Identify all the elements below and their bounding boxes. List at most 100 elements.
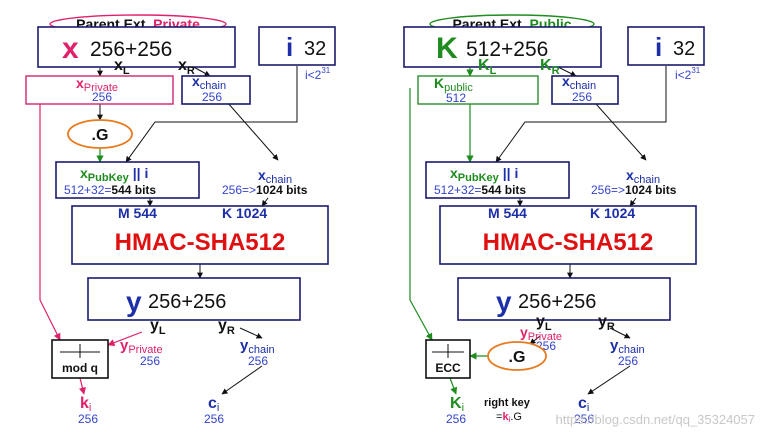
pubkey-concat-box — [55, 161, 200, 199]
y-chain-size: 256 — [248, 354, 268, 368]
right-y-box — [457, 277, 671, 321]
k-public-box — [417, 75, 539, 105]
left-hmac-box — [71, 205, 329, 265]
arrow-rychain-to-ci — [587, 365, 631, 395]
chain-feed-bits: 256=>1024 bits — [222, 183, 308, 197]
right-hmac-key-size: K 1024 — [590, 205, 635, 221]
right-x-chain-size: 256 — [572, 90, 592, 104]
arrow-private-to-mod — [39, 88, 61, 341]
x-private-box — [25, 75, 174, 105]
left-hmac-message-size: M 544 — [118, 205, 157, 221]
right-connectors — [409, 65, 667, 395]
parent-public-key-symbol: K — [436, 32, 458, 65]
left-g-multiply-oval — [67, 119, 133, 149]
right-y-chain-label: ychain — [610, 337, 645, 356]
left-split-yr: yR — [218, 317, 235, 337]
left-hmac-label: HMAC-SHA512 — [115, 229, 286, 256]
parent-public-key-size: 512+256 — [466, 38, 548, 61]
left-index-size: 32 — [304, 38, 326, 60]
arrow-ecc-to-ki — [449, 377, 458, 395]
right-hmac-message-size: M 544 — [488, 205, 527, 221]
right-g-multiply-oval — [487, 341, 547, 371]
right-y-chain-size: 256 — [618, 354, 638, 368]
right-index-size: 32 — [673, 38, 695, 60]
left-y-box — [87, 277, 301, 321]
right-y-size: 256+256 — [518, 291, 596, 313]
private-derivation-panel: Parent Ext. Private x 256+256 i 32 i<231… — [25, 14, 336, 426]
left-split-xl: xL — [114, 57, 130, 77]
arrow-yprivate-to-mod — [107, 331, 143, 347]
arrow-yr-to-chain — [239, 327, 263, 339]
child-public-key-label: Ki — [450, 395, 464, 414]
left-index-symbol: i — [286, 32, 293, 62]
right-hmac-box — [439, 205, 697, 265]
right-hmac-label: HMAC-SHA512 — [483, 229, 654, 256]
arrow-public-to-ecc — [409, 88, 433, 341]
child-chain-size: 256 — [204, 412, 224, 426]
right-chain-feed-bits: 256=>1024 bits — [591, 183, 677, 197]
right-y-private-label: yPrivate — [520, 324, 562, 343]
left-y-symbol: y — [126, 286, 142, 317]
arrow-ryr-to-chain — [609, 327, 631, 339]
k-public-label: Kpublic — [434, 75, 473, 94]
right-g-multiply-label: .G — [509, 349, 526, 366]
arrow-ryprivate-to-g — [529, 335, 541, 345]
left-split-xr: xR — [178, 57, 195, 77]
right-index-constraint: i<231 — [675, 66, 701, 82]
public-derivation-panel: Parent Ext. Public K 512+256 i 32 i<231 … — [403, 14, 705, 426]
pubkey-concat-label: xPubKey|| i — [80, 165, 148, 184]
x-chain-size: 256 — [202, 90, 222, 104]
right-pubkey-concat-label: xPubKey|| i — [450, 165, 518, 184]
parent-public-key-box — [403, 26, 602, 68]
child-private-key-size: 256 — [78, 412, 98, 426]
parent-private-key-symbol: x — [62, 32, 79, 65]
arrow-rchainfeed-to-hmac — [629, 197, 637, 207]
y-private-label: yPrivate — [120, 337, 163, 356]
right-split-kl: KL — [478, 57, 497, 77]
left-index-box — [258, 26, 336, 66]
parent-private-key-box — [37, 26, 236, 68]
ecc-label: ECC — [435, 361, 461, 375]
x-chain-label: xchain — [192, 73, 226, 92]
right-pubkey-concat-box — [425, 161, 570, 199]
left-split-yl: yL — [150, 317, 166, 337]
right-split-kr: KR — [540, 57, 560, 77]
pubkey-concat-bits: 512+32=544 bits — [64, 183, 156, 197]
k-public-size: 512 — [446, 91, 466, 105]
arrow-index-to-pubkey — [125, 66, 298, 163]
chain-feed-label: xchain — [258, 167, 292, 186]
x-private-label: xPrivate — [76, 75, 118, 94]
mod-q-label: mod q — [62, 361, 98, 375]
left-hmac-key-size: K 1024 — [222, 205, 267, 221]
right-pubkey-concat-bits: 512+32=544 bits — [434, 183, 526, 197]
watermark-text: https://blog.csdn.net/qq_35324057 — [556, 412, 756, 427]
left-index-constraint: i<231 — [305, 66, 331, 82]
y-private-size: 256 — [140, 354, 160, 368]
right-split-yl: yL — [536, 313, 552, 333]
left-y-size: 256+256 — [148, 291, 226, 313]
x-private-size: 256 — [92, 90, 112, 104]
child-public-key-size: 256 — [446, 412, 466, 426]
right-index-symbol: i — [655, 32, 662, 62]
x-chain-box — [181, 75, 251, 105]
parent-private-key-size: 256+256 — [90, 38, 172, 61]
arrow-chainfeed-to-hmac — [261, 197, 269, 207]
right-split-yr: yR — [598, 313, 615, 333]
child-chain-label: ci — [208, 395, 219, 414]
arrow-ychain-to-ci — [221, 365, 263, 395]
right-y-symbol: y — [496, 286, 512, 317]
right-key-formula: =ki.G — [496, 411, 522, 424]
right-x-chain-box — [551, 75, 619, 105]
right-child-chain-label: ci — [578, 395, 589, 414]
left-g-multiply-label: .G — [92, 127, 109, 144]
right-index-box — [627, 26, 705, 66]
arrow-mod-to-ki — [78, 377, 86, 395]
right-child-chain-size: 256 — [574, 412, 594, 426]
right-x-chain-label: xchain — [562, 73, 596, 92]
right-chain-feed-label: xchain — [626, 167, 660, 186]
arrow-rindex-to-pubkey — [495, 66, 667, 163]
right-key-label: right key — [484, 397, 531, 409]
y-chain-label: ychain — [240, 337, 275, 356]
child-private-key-label: ki — [80, 395, 91, 414]
